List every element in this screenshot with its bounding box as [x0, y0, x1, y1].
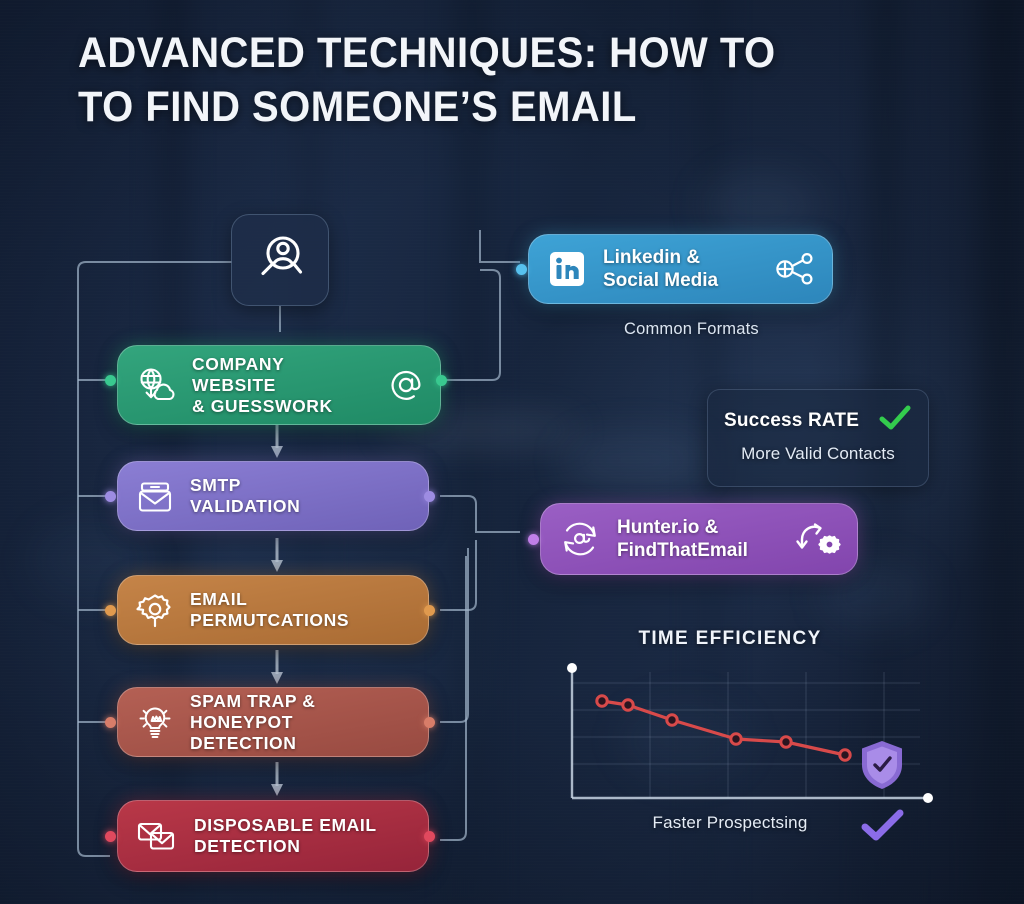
- wire-spam-to-hunter: [440, 548, 469, 723]
- connector-dot-crimson-right: [424, 831, 435, 842]
- flow-card-label: SPAM TRAP & HONEYPOT DETECTION: [190, 690, 316, 753]
- connector-dot-terra-left: [105, 717, 116, 728]
- flow-card-spam-trap[interactable]: SPAM TRAP & HONEYPOT DETECTION: [117, 687, 429, 757]
- caption-common-formats: Common Formats: [624, 320, 759, 338]
- chart-point: [595, 694, 609, 708]
- output-card-linkedin[interactable]: Linkedin & Social Media: [528, 234, 833, 304]
- connector-dot-orange-right: [424, 605, 435, 616]
- chart-title: TIME EFFICIENCY: [638, 628, 822, 649]
- connector-dot-green-left: [105, 375, 116, 386]
- person-search-icon: [252, 230, 308, 291]
- flow-card-label: DISPOSABLE EMAIL DETECTION: [194, 815, 377, 856]
- page-title: ADVANCED TECHNIQUES: HOW TO TO FIND SOME…: [78, 29, 776, 131]
- output-card-label: Hunter.io & FindThatEmail: [617, 517, 748, 561]
- double-envelope-icon: [134, 815, 180, 857]
- connector-dot-purple-left: [105, 491, 116, 502]
- globe-cloud-download-icon: [134, 363, 178, 407]
- flow-card-label: SMTP VALIDATION: [190, 475, 301, 516]
- shield-check-icon: [858, 738, 906, 797]
- chart-y-axis-cap: [567, 663, 577, 673]
- check-icon-violet: [860, 808, 906, 849]
- lightbulb-idea-icon: [134, 701, 176, 743]
- flow-card-label: COMPANY WEBSITE & GUESSWORK: [192, 353, 333, 416]
- chart-data-points: [595, 694, 852, 762]
- stat-card-success-rate: Success RATE More Valid Contacts: [707, 389, 929, 487]
- wire-smtp-to-hunter: [440, 495, 520, 533]
- chart-point: [779, 735, 793, 749]
- connector-dot-purple-right: [424, 491, 435, 502]
- share-network-icon: [772, 246, 818, 292]
- connector-dot-orange-left: [105, 605, 116, 616]
- chart-point: [621, 698, 635, 712]
- at-refresh-icon: [557, 516, 603, 562]
- start-node-person-search[interactable]: [231, 214, 329, 306]
- arrow-gear-icon: [793, 516, 843, 562]
- connector-dot-hunter: [528, 534, 539, 545]
- wire-to-linkedin-top: [479, 230, 520, 263]
- chart-plot-area: [567, 663, 933, 803]
- connector-dot-terra-right: [424, 717, 435, 728]
- wire-left-rail: [77, 261, 232, 857]
- wire-permut-to-hunter: [440, 540, 477, 611]
- chart-x-axis-cap: [923, 793, 933, 803]
- flow-arrows: [271, 424, 283, 796]
- wire-green-to-linkedin: [440, 269, 501, 381]
- output-card-label: Linkedin & Social Media: [603, 247, 719, 291]
- gear-icon: [134, 589, 176, 631]
- stat-card-subtitle: More Valid Contacts: [741, 444, 895, 463]
- chart-point: [838, 748, 852, 762]
- connector-dot-crimson-left: [105, 831, 116, 842]
- chart-time-efficiency: TIME EFFICIENCY: [560, 628, 960, 846]
- check-icon: [878, 404, 912, 437]
- chart-point: [729, 732, 743, 746]
- chart-line-series: [600, 699, 847, 757]
- at-sign-icon: [386, 365, 426, 405]
- connector-dot-linkedin: [516, 264, 527, 275]
- connector-dot-green-right: [436, 375, 447, 386]
- flow-card-smtp-validation[interactable]: SMTP VALIDATION: [117, 461, 429, 531]
- linkedin-icon: [545, 247, 589, 291]
- output-card-hunter[interactable]: Hunter.io & FindThatEmail: [540, 503, 858, 575]
- flow-card-label: EMAIL PERMUTCATIONS: [190, 589, 350, 630]
- flow-card-email-permutations[interactable]: EMAIL PERMUTCATIONS: [117, 575, 429, 645]
- stat-card-header: Success RATE: [724, 404, 912, 437]
- stat-card-title: Success RATE: [724, 409, 860, 431]
- wire-disposable-to-hunter: [440, 556, 467, 841]
- flow-card-disposable-email[interactable]: DISPOSABLE EMAIL DETECTION: [117, 800, 429, 872]
- chart-point: [665, 713, 679, 727]
- flow-card-company-website[interactable]: COMPANY WEBSITE & GUESSWORK: [117, 345, 441, 425]
- envelope-briefcase-icon: [134, 475, 176, 517]
- chart-xlabel: Faster Prospectsing: [652, 813, 808, 832]
